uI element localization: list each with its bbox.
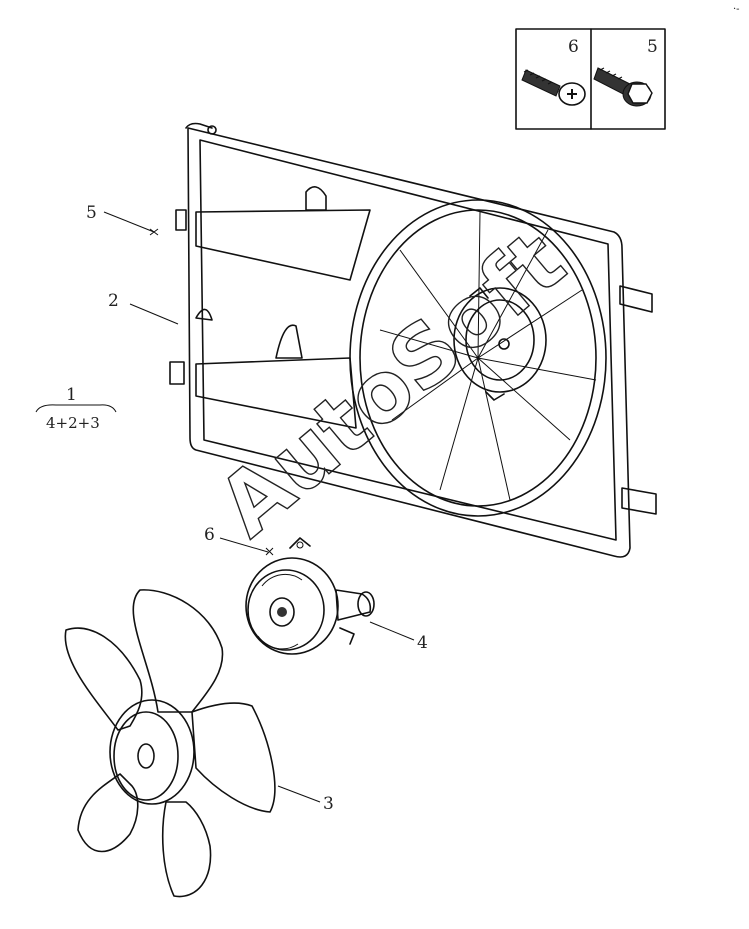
legend-bolt-number: 5 [647, 37, 658, 57]
fastener-legend-box: 6 5 [515, 28, 666, 130]
leader-line-3 [277, 785, 321, 803]
fastener-marker-5 [149, 228, 159, 236]
legend-screw-number: 6 [568, 37, 579, 57]
callout-1-components: 4+2+3 [46, 414, 100, 432]
screw-icon [521, 69, 586, 106]
leader-line-2 [129, 303, 179, 325]
leader-line-4 [369, 621, 415, 641]
corner-mark: ·‑ [733, 4, 740, 15]
callout-4: 4 [417, 633, 428, 653]
fan-shroud [169, 122, 657, 558]
assembly-bracket [35, 404, 117, 413]
fastener-marker-6 [265, 547, 274, 556]
callout-6: 6 [204, 525, 215, 545]
flange-bolt-icon [593, 67, 653, 107]
callout-3: 3 [323, 794, 334, 814]
callout-1: 1 [66, 385, 77, 405]
fan-motor [245, 537, 375, 655]
leader-line-5 [103, 211, 155, 233]
callout-2: 2 [108, 291, 119, 311]
leader-line-6 [219, 537, 269, 553]
callout-5: 5 [86, 203, 97, 223]
fan-blade [64, 589, 276, 898]
